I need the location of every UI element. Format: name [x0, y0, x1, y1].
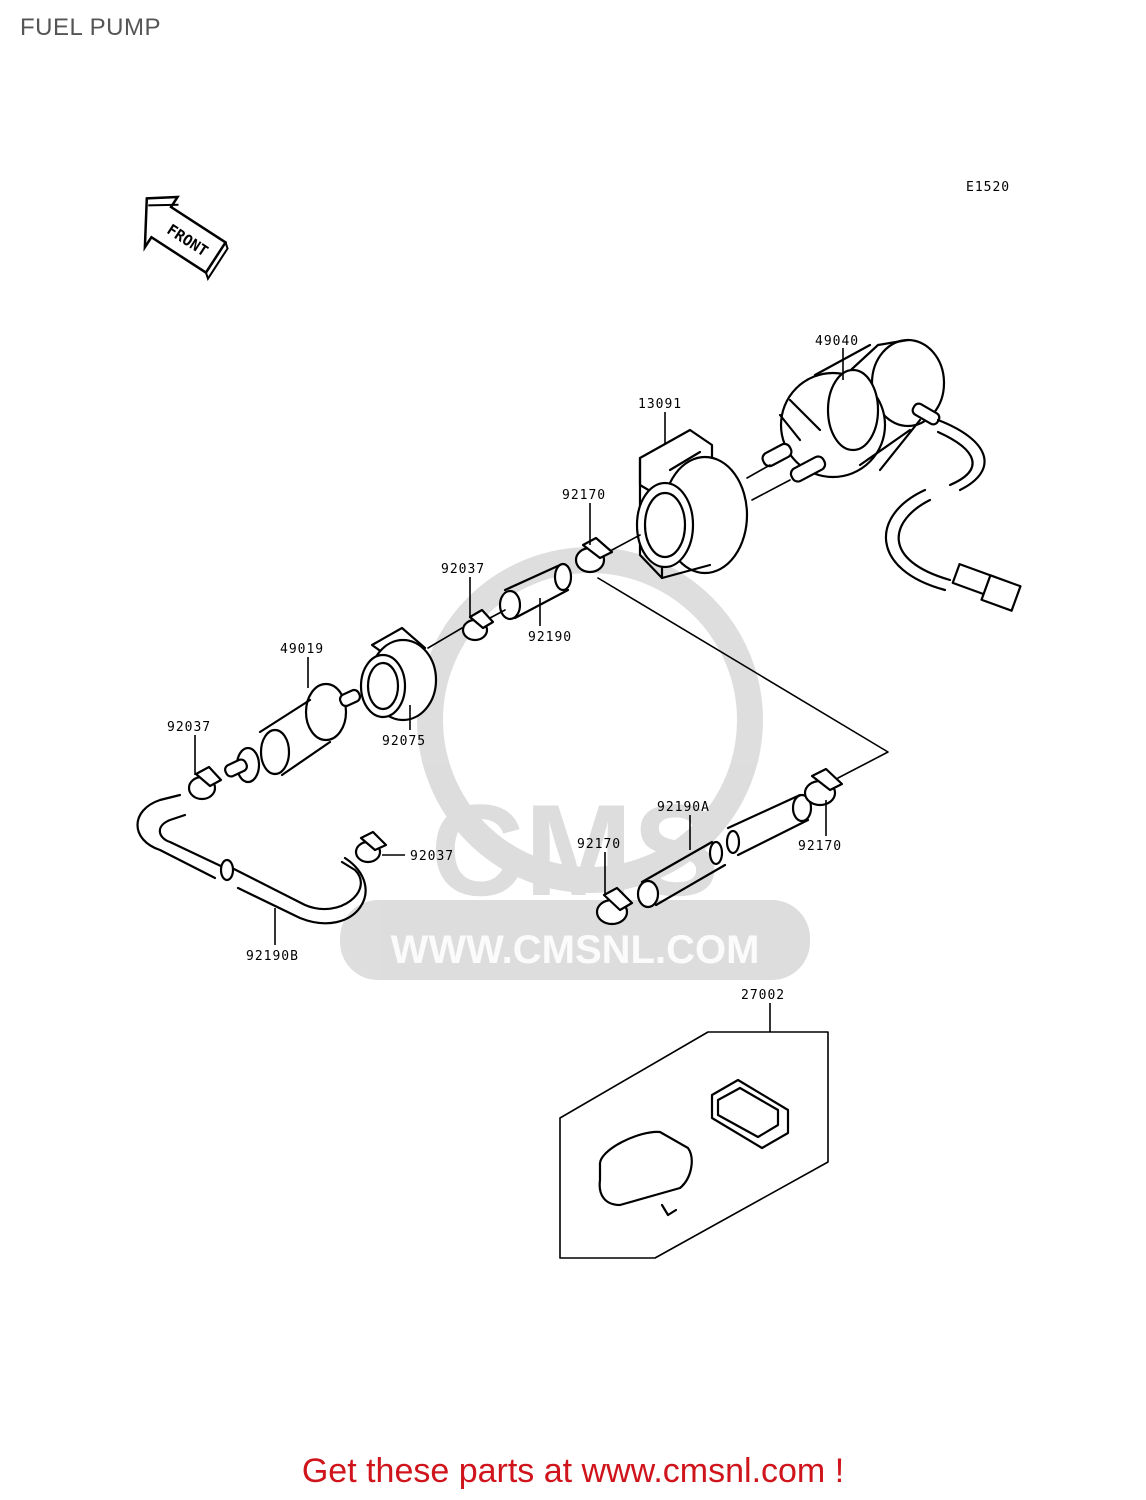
clamp-92075[interactable] [359, 626, 438, 722]
hose-92190a[interactable] [636, 793, 813, 909]
part-number-label[interactable]: 92190 [528, 630, 572, 645]
watermark-url: WWW.CMSNL.COM [391, 928, 760, 972]
kit-27002[interactable] [559, 1031, 829, 1259]
fuel-filter-49019[interactable] [223, 682, 362, 784]
pump-bracket-13091[interactable] [635, 428, 749, 580]
part-number-label[interactable]: 92037 [410, 849, 454, 864]
clamp-92170-bottom[interactable] [595, 886, 634, 926]
leader-lines [194, 348, 844, 1032]
cmsnl-link[interactable]: Get these parts at www.cmsnl.com ! [301, 1452, 845, 1490]
cmsnl-watermark: CMS [340, 547, 810, 980]
part-number-label[interactable]: 27002 [741, 988, 785, 1003]
part-number-label[interactable]: 49019 [280, 642, 324, 657]
part-number-label[interactable]: 92190A [657, 800, 710, 815]
clamp-92037-top[interactable] [461, 608, 495, 642]
part-labels: 49040 13091 92170 92037 92190 49019 9207… [167, 334, 859, 1003]
pump-wire-connector [885, 418, 1022, 612]
hose-92190b[interactable] [136, 793, 367, 925]
part-number-label[interactable]: 92037 [167, 720, 211, 735]
hose-route-line [597, 577, 889, 779]
hose-92190[interactable] [498, 562, 573, 621]
page-title: FUEL PUMP [20, 14, 161, 41]
part-number-label[interactable]: 92190B [246, 949, 299, 964]
part-number-label[interactable]: 92170 [577, 837, 621, 852]
part-number-label[interactable]: 49040 [815, 334, 859, 349]
part-number-label[interactable]: 92075 [382, 734, 426, 749]
clamp-92037-bottom[interactable] [354, 830, 388, 864]
part-number-label[interactable]: 92170 [562, 488, 606, 503]
part-number-label[interactable]: 92037 [441, 562, 485, 577]
part-number-label[interactable]: 92170 [798, 839, 842, 854]
fuel-pump-49040[interactable] [760, 338, 946, 484]
clamp-92037-left[interactable] [187, 765, 223, 801]
part-number-label[interactable]: 13091 [638, 397, 682, 412]
watermark-brand: CMS [431, 777, 720, 923]
diagram-code: E1520 [966, 180, 1010, 195]
front-arrow-icon: FRONT [143, 195, 229, 281]
clamp-92170-right[interactable] [803, 767, 844, 807]
